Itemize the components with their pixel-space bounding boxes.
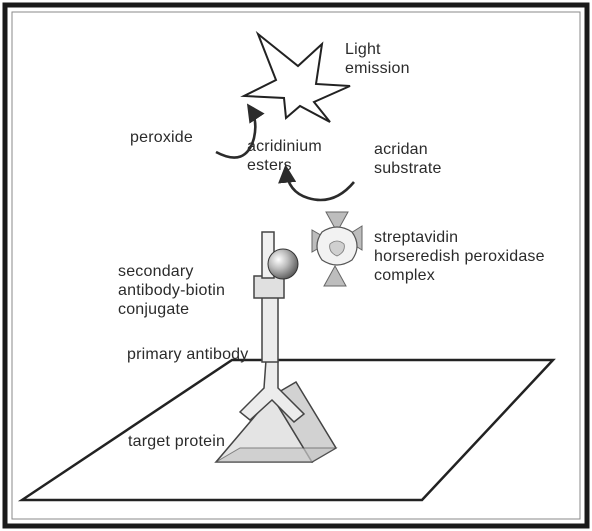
label-streptavidin-complex: streptavidin horseredish peroxidase comp… bbox=[374, 228, 545, 285]
label-peroxide: peroxide bbox=[130, 128, 193, 147]
label-light-emission: Light emission bbox=[345, 40, 410, 78]
biotin-sphere bbox=[268, 249, 298, 279]
label-acridan-substrate: acridan substrate bbox=[374, 140, 442, 178]
label-primary-antibody: primary antibody bbox=[127, 345, 248, 364]
label-target-protein: target protein bbox=[128, 432, 225, 451]
label-secondary-conjugate: secondary antibody-biotin conjugate bbox=[118, 262, 225, 319]
label-acridinium-esters: acridinium esters bbox=[247, 137, 322, 175]
